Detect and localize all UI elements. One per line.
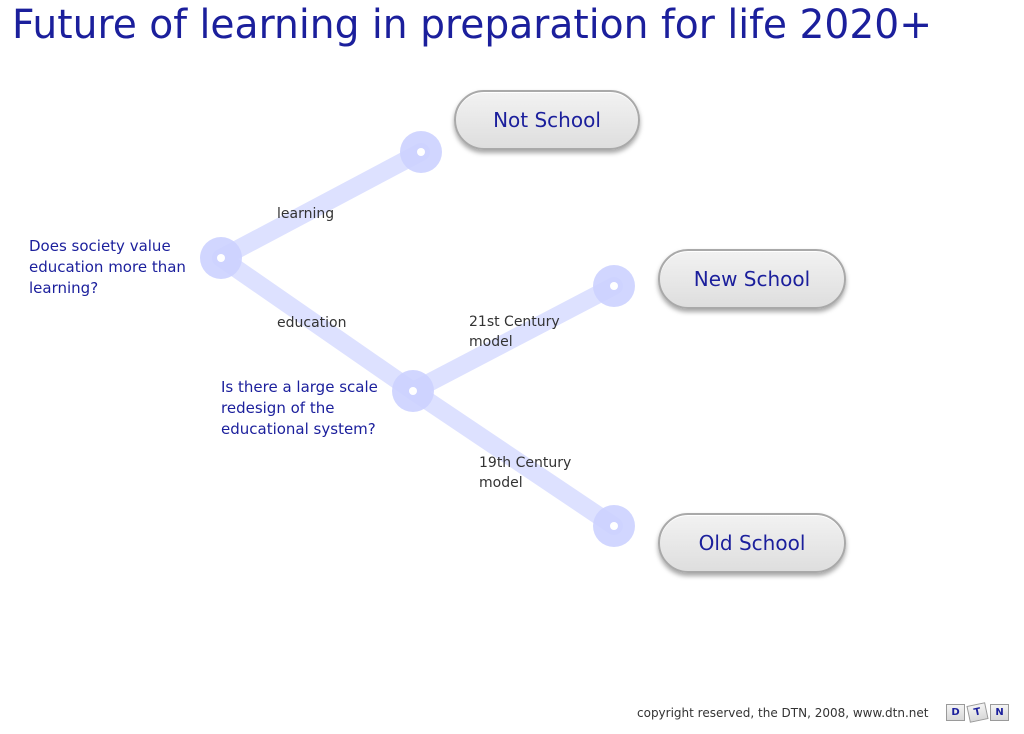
logo-letter-t: T xyxy=(966,702,989,723)
dtn-logo: D T N xyxy=(946,702,1009,723)
branch-learning xyxy=(212,143,430,267)
question-root: Does society value education more than l… xyxy=(29,237,186,297)
branch-education xyxy=(212,249,422,400)
edge-label-21st-century: 21st Century model xyxy=(469,314,560,350)
copyright-notice: copyright reserved, the DTN, 2008, www.d… xyxy=(637,706,929,720)
node-not-school xyxy=(400,131,442,173)
logo-letter-n: N xyxy=(990,704,1009,721)
branch-21st-century xyxy=(404,277,623,400)
edge-label-education: education xyxy=(277,315,347,331)
node-old-school xyxy=(593,505,635,547)
branches xyxy=(212,143,623,535)
node-new-school xyxy=(593,265,635,307)
outcome-old-school: Old School xyxy=(658,513,846,573)
node-redesign xyxy=(392,370,434,412)
outcome-new-school: New School xyxy=(658,249,846,309)
outcome-new-school-label: New School xyxy=(693,267,811,291)
question-redesign: Is there a large scale redesign of the e… xyxy=(221,378,378,438)
slide-title: Future of learning in preparation for li… xyxy=(12,2,933,48)
decision-nodes xyxy=(200,131,635,547)
edge-label-19th-century: 19th Century model xyxy=(479,455,572,491)
edge-label-learning: learning xyxy=(277,206,335,222)
outcome-not-school: Not School xyxy=(454,90,640,150)
outcome-old-school-label: Old School xyxy=(698,531,806,555)
logo-letter-d: D xyxy=(946,704,965,721)
outcome-not-school-label: Not School xyxy=(493,108,601,132)
node-root xyxy=(200,237,242,279)
branch-19th-century xyxy=(404,382,623,535)
